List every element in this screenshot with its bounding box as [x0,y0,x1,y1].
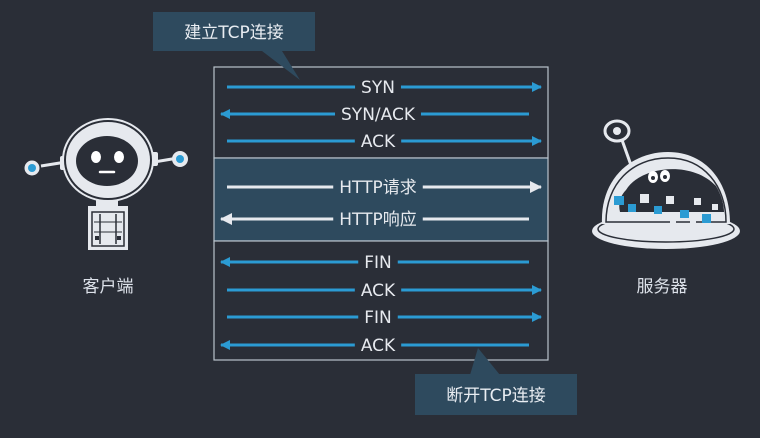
http-label-1: HTTP响应 [339,210,417,230]
disconnect-callout-text: 断开TCP连接 [446,386,546,406]
http-section [213,157,549,242]
handshake-label-2: ACK [361,132,396,152]
client-label: 客户端 [83,277,134,297]
robot-server-icon [592,119,740,249]
server-label: 服务器 [637,277,688,297]
sequence-panel [213,66,549,361]
connect-callout-text: 建立TCP连接 [184,23,284,43]
handshake-label-1: SYN/ACK [341,105,416,125]
teardown-label-0: FIN [364,253,392,273]
teardown-label-1: ACK [361,281,396,301]
robot-client-icon [23,118,188,250]
message-arrows: SYN SYN/ACK ACK HTTP请求 HTTP响应 FIN ACK FIN ACK [220,78,542,356]
disconnect-callout: 断开TCP连接 [415,348,577,415]
http-label-0: HTTP请求 [339,178,417,198]
connect-callout: 建立TCP连接 [153,12,315,80]
teardown-label-3: ACK [361,336,396,356]
handshake-label-0: SYN [361,78,395,98]
teardown-label-2: FIN [364,308,392,328]
